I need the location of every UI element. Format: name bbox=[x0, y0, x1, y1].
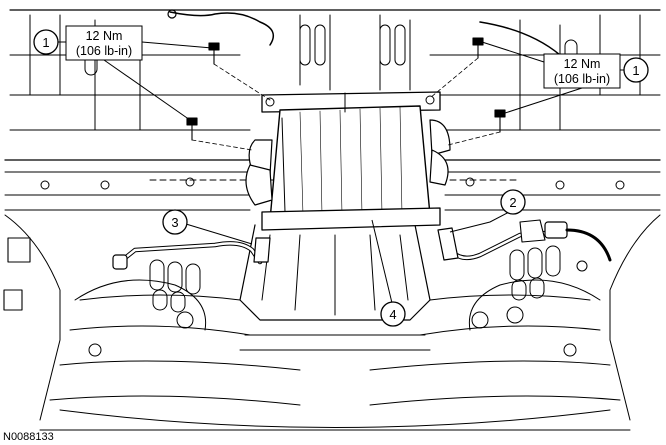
callout-number: 3 bbox=[171, 215, 178, 230]
module-assembly bbox=[261, 91, 441, 231]
callout-2: 2 bbox=[500, 189, 526, 215]
callout-4: 4 bbox=[380, 301, 406, 327]
torque-spec-left: 12 Nm (106 lb-in) bbox=[65, 25, 143, 61]
callout-number: 2 bbox=[509, 195, 516, 210]
bolt-icon bbox=[208, 42, 220, 65]
callout-number: 4 bbox=[389, 307, 396, 322]
torque-spec-right: 12 Nm (106 lb-in) bbox=[543, 53, 621, 89]
right-bracket-rollers bbox=[509, 245, 561, 301]
callout-1-left: 1 bbox=[33, 29, 59, 55]
left-edge-connectors bbox=[3, 237, 31, 311]
leader-lines bbox=[58, 41, 630, 304]
left-bracket-rollers bbox=[149, 259, 201, 313]
callout-1-right: 1 bbox=[623, 57, 649, 83]
callout-number: 1 bbox=[42, 35, 49, 50]
bolt-icon bbox=[186, 117, 198, 141]
callout-number: 1 bbox=[632, 63, 639, 78]
vehicle-underbody bbox=[4, 9, 661, 431]
left-harness bbox=[112, 237, 271, 270]
bolt-alignment-lines bbox=[191, 57, 501, 151]
torque-value: 12 Nm bbox=[86, 29, 123, 43]
bolt-icon bbox=[472, 37, 484, 59]
torque-value: 12 Nm bbox=[564, 57, 601, 71]
torque-value-imperial: (106 lb-in) bbox=[554, 72, 610, 86]
right-harness bbox=[437, 219, 612, 272]
top-wire bbox=[167, 9, 561, 56]
torque-value-imperial: (106 lb-in) bbox=[76, 44, 132, 58]
figure-id: N0088133 bbox=[3, 431, 54, 443]
module-connectors bbox=[245, 119, 451, 206]
callout-3: 3 bbox=[162, 209, 188, 235]
